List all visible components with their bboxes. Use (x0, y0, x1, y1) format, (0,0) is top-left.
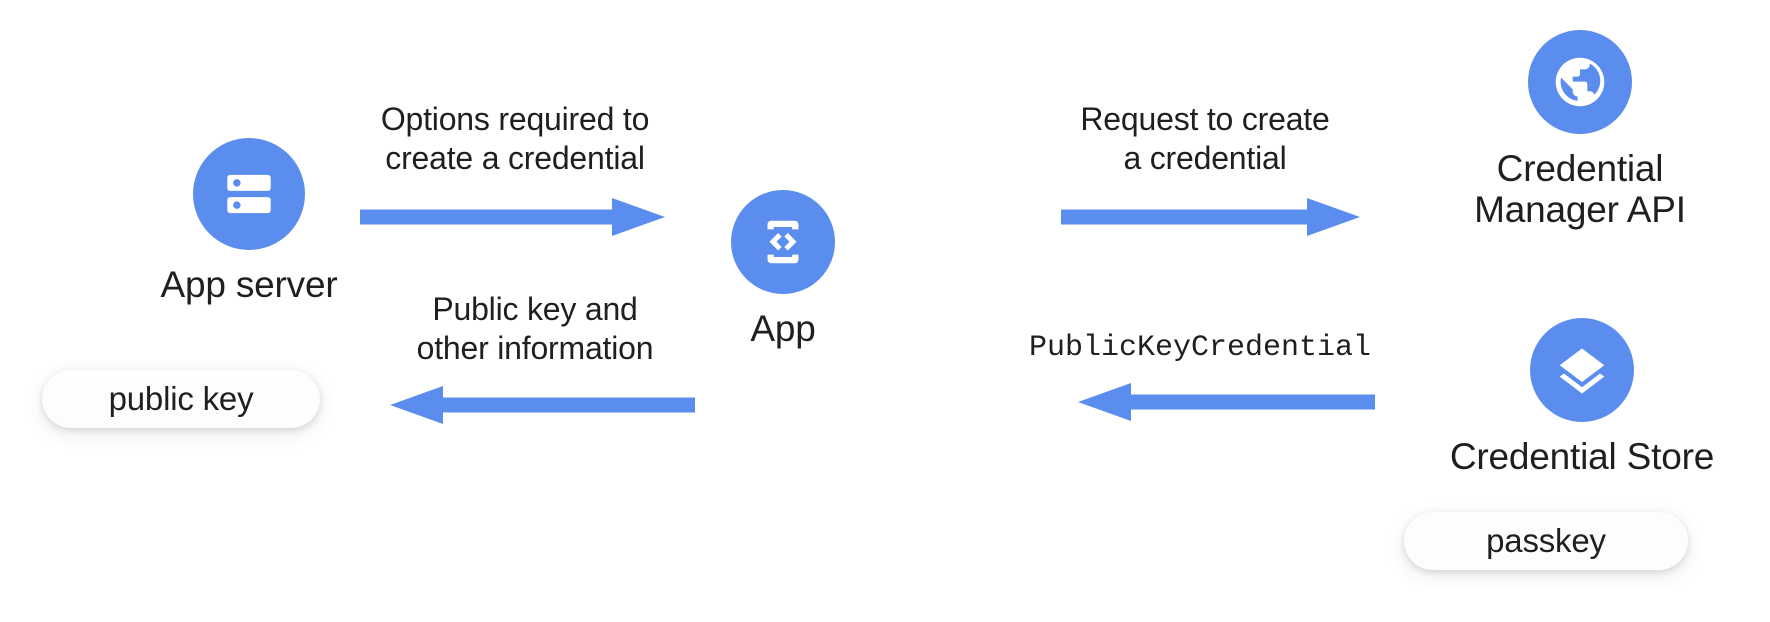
flow-request-to-create: Request to create a credential (1045, 100, 1365, 242)
actor-label-app: App (750, 308, 816, 349)
actor-credential-manager-api: Credential Manager API (1440, 30, 1720, 231)
server-icon (193, 138, 305, 250)
flow-options-required: Options required to create a credential (360, 100, 670, 242)
flow-public-key-credential: PublicKeyCredential (1025, 330, 1375, 427)
arrow-right-request-to-create (1061, 198, 1360, 237)
chip-passkey-label: passkey (1486, 522, 1606, 559)
layers-icon (1530, 318, 1634, 422)
flow-public-key-other-info-label: Public key and other information (416, 291, 654, 367)
arrow-right-options-required (360, 198, 665, 237)
actor-app-server: App server (144, 138, 354, 305)
chip-public-key-label: public key (108, 380, 254, 417)
flow-public-key-other-info: Public key and other information (375, 290, 695, 430)
actor-label-credential-manager-api: Credential Manager API (1474, 148, 1686, 231)
globe-icon (1528, 30, 1632, 134)
arrow-left-public-key-other-info (390, 386, 695, 425)
flow-options-required-label: Options required to create a credential (380, 101, 650, 177)
actor-label-credential-store: Credential Store (1449, 436, 1715, 477)
actor-label-app-server: App server (160, 264, 338, 305)
arrow-left-public-key-credential (1078, 382, 1375, 421)
chip-passkey: passkey (1404, 512, 1688, 570)
flow-request-to-create-label: Request to create a credential (1080, 101, 1330, 177)
flow-public-key-credential-label: PublicKeyCredential (1028, 331, 1372, 365)
chip-public-key: public key (42, 370, 320, 428)
app-code-device-icon (731, 190, 835, 294)
actor-app: App (693, 190, 873, 349)
actor-credential-store: Credential Store (1437, 318, 1727, 477)
